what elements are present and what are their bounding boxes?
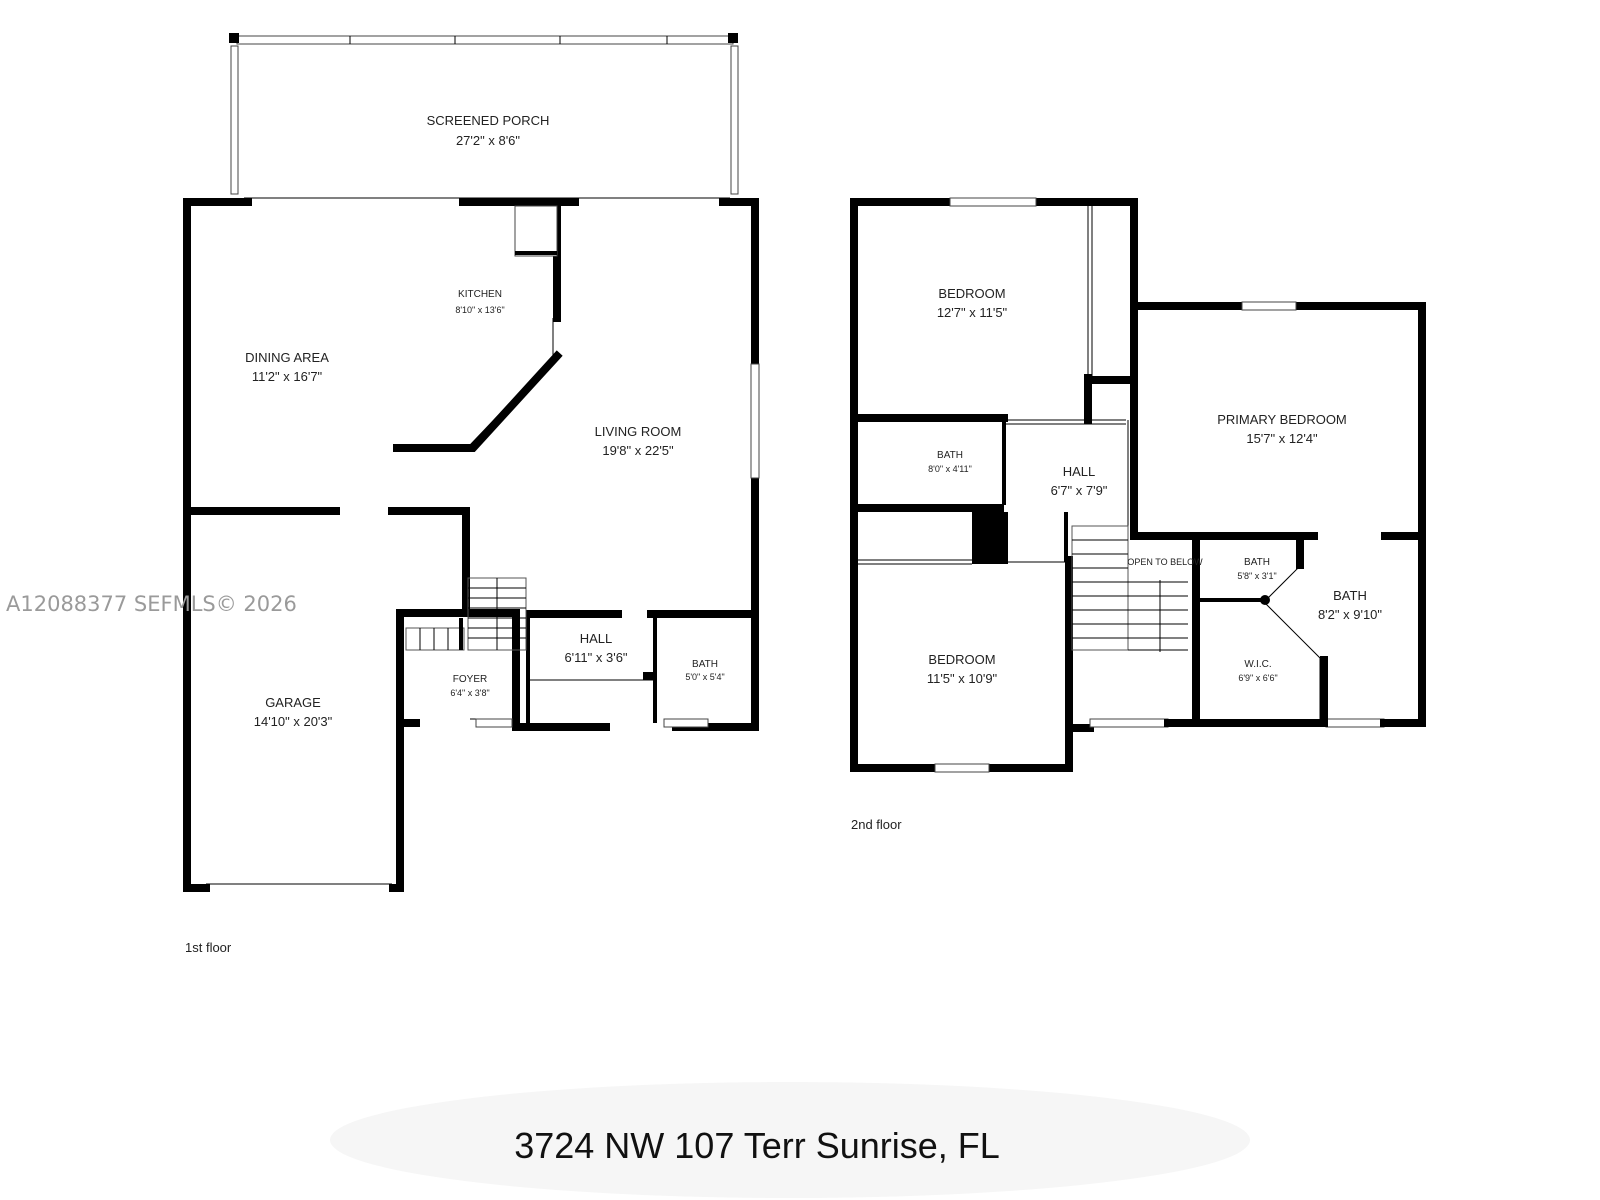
foyer-name: FOYER [453, 674, 487, 685]
bedroom-1-name: BEDROOM [938, 286, 1005, 301]
foyer-dim: 6'4" x 3'8" [450, 688, 489, 698]
bath-small-name: BATH [937, 450, 963, 461]
dining-area-name: DINING AREA [245, 350, 329, 365]
hall-name: HALL [580, 631, 613, 646]
bedroom-1-dim: 12'7" x 11'5" [937, 305, 1008, 320]
dining-area-dim: 11'2" x 16'7" [252, 369, 323, 384]
hall-dim: 6'11" x 3'6" [564, 650, 627, 665]
living-room-dim: 19'8" x 22'5" [602, 443, 674, 458]
open-to-below-label: OPEN TO BELOW [1127, 557, 1203, 567]
screened-porch-dim: 27'2" x 8'6" [456, 133, 520, 148]
garage-dim: 14'10" x 20'3" [254, 714, 333, 729]
bath-primary-small-dim: 5'8" x 3'1" [1237, 571, 1276, 581]
kitchen-dim: 8'10" x 13'6" [455, 305, 504, 315]
primary-bedroom-dim: 15'7" x 12'4" [1246, 431, 1318, 446]
hall-2f-dim: 6'7" x 7'9" [1051, 483, 1108, 498]
first-floor-label: 1st floor [185, 940, 232, 955]
bath-1f-name: BATH [692, 659, 718, 670]
bath-small-dim: 8'0" x 4'11" [928, 464, 972, 474]
mls-watermark: A12088377 SEFMLS© 2026 [6, 592, 297, 616]
bedroom-2-dim: 11'5" x 10'9" [927, 671, 998, 686]
wic-name: W.I.C. [1244, 659, 1271, 670]
property-address: 3724 NW 107 Terr Sunrise, FL [514, 1125, 1000, 1166]
second-floor-walls [850, 197, 1426, 773]
first-floor-walls [183, 198, 760, 892]
bedroom-2-name: BEDROOM [928, 652, 995, 667]
bath-primary-name: BATH [1333, 588, 1367, 603]
second-floor-label: 2nd floor [851, 817, 902, 832]
hall-2f-name: HALL [1063, 464, 1096, 479]
bath-primary-dim: 8'2" x 9'10" [1318, 607, 1382, 622]
first-floor-stairs [405, 577, 527, 651]
screened-porch-name: SCREENED PORCH [427, 113, 550, 128]
wic-dim: 6'9" x 6'6" [1238, 673, 1277, 683]
bath-1f-dim: 5'0" x 5'4" [685, 672, 724, 682]
garage-name: GARAGE [265, 695, 321, 710]
second-floor-plan: BEDROOM 12'7" x 11'5" PRIMARY BEDROOM 15… [850, 197, 1426, 832]
address-glow [330, 1082, 1250, 1198]
kitchen-name: KITCHEN [458, 289, 502, 300]
first-floor-plan: SCREENED PORCH 27'2" x 8'6" KITCHEN 8'10… [183, 33, 760, 955]
primary-bedroom-name: PRIMARY BEDROOM [1217, 412, 1347, 427]
living-room-name: LIVING ROOM [595, 424, 682, 439]
bath-primary-small-name: BATH [1244, 557, 1270, 568]
